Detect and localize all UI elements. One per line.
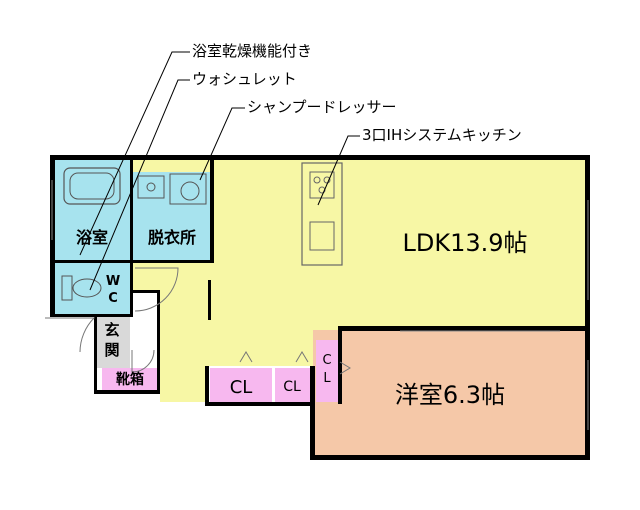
- doors: [45, 267, 351, 375]
- wc-label-c: C: [108, 291, 118, 306]
- entrance-label-top: 玄: [104, 321, 119, 339]
- closet-small-label: CL: [283, 379, 301, 395]
- shoe-box-label: 靴箱: [116, 371, 144, 388]
- bath-label: 浴室: [76, 228, 108, 247]
- bath-room: [55, 160, 130, 260]
- toilet-bowl: [72, 278, 102, 298]
- callout-bath-dryer: 浴室乾燥機能付き: [192, 42, 313, 60]
- callout-washlet: ウォシュレット: [192, 70, 297, 88]
- windows: [51, 180, 589, 430]
- kitchen-counter: [301, 162, 343, 266]
- ih-burner: [313, 176, 321, 184]
- closet-large: [210, 368, 272, 404]
- washbasin: [137, 175, 165, 199]
- shoe-box: [102, 368, 157, 390]
- entrance-label-bottom: 関: [104, 341, 119, 359]
- bathtub-inner: [69, 172, 115, 200]
- closet-vertical-label-c: C: [322, 353, 331, 368]
- bathtub: [63, 167, 121, 205]
- kitchen-sink: [309, 221, 335, 251]
- western-room: [313, 330, 588, 458]
- entrance-area: [97, 316, 130, 368]
- ih-stove: [309, 171, 335, 199]
- washbasin-drain: [146, 182, 156, 192]
- closet-small: [275, 368, 310, 404]
- dressing-label: 脱衣所: [148, 228, 196, 247]
- closet-vertical-label-l: L: [323, 371, 331, 386]
- western-room-label: 洋室6.3帖: [395, 381, 505, 409]
- toilet-tank: [61, 275, 73, 301]
- closet-large-label: CL: [230, 377, 253, 398]
- wc-room: [55, 262, 130, 314]
- ldk-area: [130, 160, 588, 402]
- callout-shampoo-dresser: シャンプードレッサー: [247, 98, 397, 116]
- wc-label-w: W: [106, 274, 120, 289]
- closet-vertical: [316, 340, 338, 402]
- ih-burner: [323, 176, 331, 184]
- washing-machine-drum: [180, 181, 200, 201]
- washing-machine: [169, 173, 207, 205]
- callout-ih-kitchen: 3口IHシステムキッチン: [362, 126, 522, 144]
- callout-lines: [79, 51, 360, 291]
- ldk-label: LDK13.9帖: [402, 229, 527, 257]
